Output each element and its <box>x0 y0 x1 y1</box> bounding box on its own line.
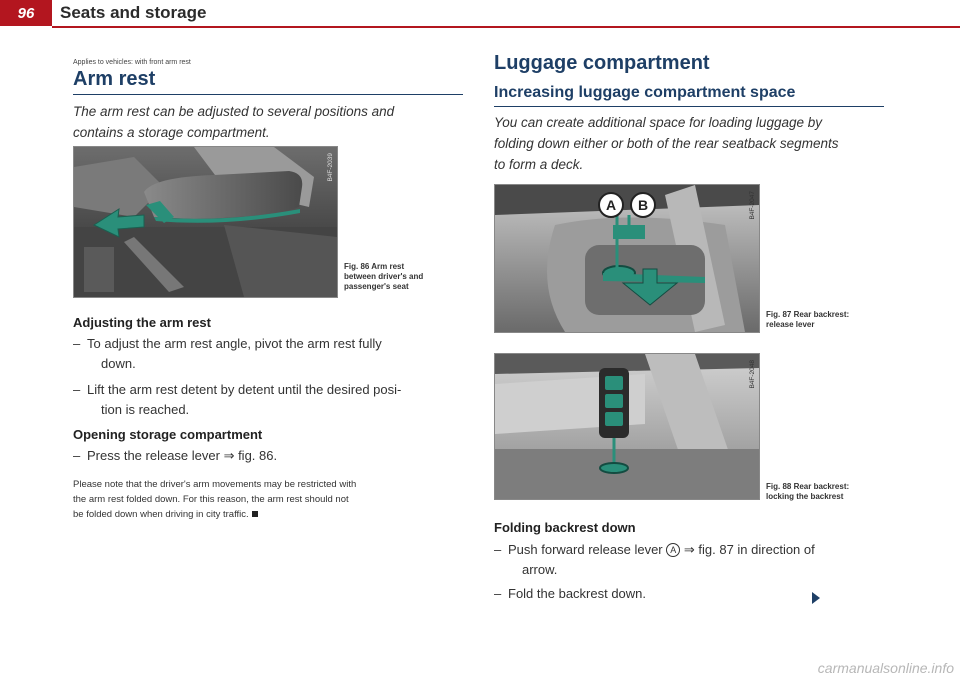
figure-86-caption: Fig. 86 Arm rest between driver's and pa… <box>344 262 424 291</box>
arm-rest-note: Please note that the driver's arm moveme… <box>73 479 357 520</box>
figure-88-code: B4F-2048 <box>749 360 756 389</box>
fold-step-2: – Fold the backrest down. <box>494 586 647 601</box>
adjust-step-1: – To adjust the arm rest angle, pivot th… <box>73 336 382 371</box>
end-of-section-icon <box>251 511 258 517</box>
figure-87-release-lever: A B B4F-2047 <box>494 184 760 333</box>
fold-step-1: – Push forward release lever A ⇒ fig. 87… <box>494 542 815 577</box>
figure-88-locking-backrest: B4F-2048 <box>494 353 760 500</box>
circle-a-icon: A <box>666 543 681 557</box>
header-rule <box>52 26 960 28</box>
figure-86-code: B4F-2039 <box>327 153 334 182</box>
page-header: 96 Seats and storage <box>0 0 960 28</box>
arm-rest-rule <box>73 94 463 95</box>
figure-87-code: B4F-2047 <box>749 191 756 220</box>
increasing-space-rule <box>494 106 884 107</box>
figure-87-caption: Fig. 87 Rear backrest: release lever <box>766 310 850 329</box>
adjust-step-2: – Lift the arm rest detent by detent unt… <box>73 382 402 417</box>
section-title: Seats and storage <box>60 3 207 22</box>
luggage-intro: You can create additional space for load… <box>494 115 839 172</box>
page-number: 96 <box>0 0 52 26</box>
adjusting-arm-rest-heading: Adjusting the arm rest <box>73 315 211 330</box>
arm-rest-heading: Arm rest <box>73 68 156 90</box>
continue-arrow-icon <box>812 592 820 604</box>
opening-storage-heading: Opening storage compartment <box>73 427 263 442</box>
applies-to-note: Applies to vehicles: with front arm rest <box>73 59 191 66</box>
arm-rest-intro: The arm rest can be adjusted to several … <box>73 104 395 140</box>
increasing-space-heading: Increasing luggage compartment space <box>494 84 796 101</box>
label-a-marker: A <box>606 197 616 213</box>
figure-86-arm-rest: B4F-2039 <box>73 146 338 298</box>
luggage-compartment-heading: Luggage compartment <box>494 52 710 74</box>
label-b-marker: B <box>638 197 648 213</box>
watermark: carmanualsonline.info <box>817 660 954 676</box>
storage-step-1: – Press the release lever ⇒ fig. 86. <box>73 448 278 463</box>
figure-88-caption: Fig. 88 Rear backrest: locking the backr… <box>766 482 850 501</box>
folding-backrest-heading: Folding backrest down <box>494 520 636 535</box>
